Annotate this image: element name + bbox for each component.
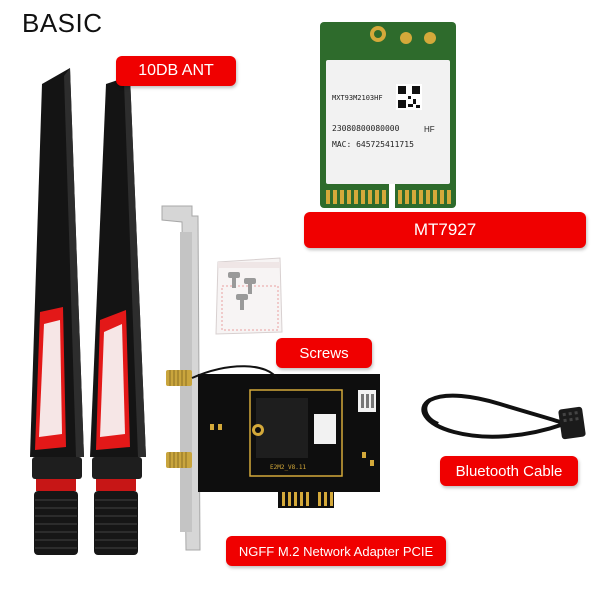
board-print-text: E2M2_V8.11 bbox=[270, 464, 307, 471]
antenna-left bbox=[30, 68, 84, 555]
page-title: BASIC bbox=[22, 8, 103, 38]
module-mac-text: MAC: 645725411715 bbox=[332, 140, 414, 149]
chip-label: MT7927 bbox=[304, 212, 586, 248]
bluetooth-cable-label: Bluetooth Cable bbox=[440, 456, 578, 486]
screws-image bbox=[214, 256, 284, 336]
screws-label: Screws bbox=[276, 338, 372, 368]
qr-code bbox=[396, 84, 422, 110]
adapter-label: NGFF M.2 Network Adapter PCIE bbox=[226, 536, 446, 566]
pcie-adapter-image: E2M2_V8.11 bbox=[158, 202, 394, 554]
module-suffix-text: HF bbox=[424, 125, 435, 134]
bluetooth-cable-image bbox=[414, 378, 590, 458]
sma-connector-top bbox=[166, 370, 192, 386]
module-serial-text: 23080800080000 bbox=[332, 124, 400, 133]
sma-connector-bottom bbox=[166, 452, 192, 468]
wifi-module-image: MXT93M2103HF 23080800080000 HF MAC: 6457… bbox=[318, 20, 458, 210]
antenna-label: 10DB ANT bbox=[116, 56, 236, 86]
module-model-text: MXT93M2103HF bbox=[332, 94, 383, 102]
antenna-right bbox=[90, 76, 146, 555]
antenna-pair-image bbox=[18, 62, 148, 562]
